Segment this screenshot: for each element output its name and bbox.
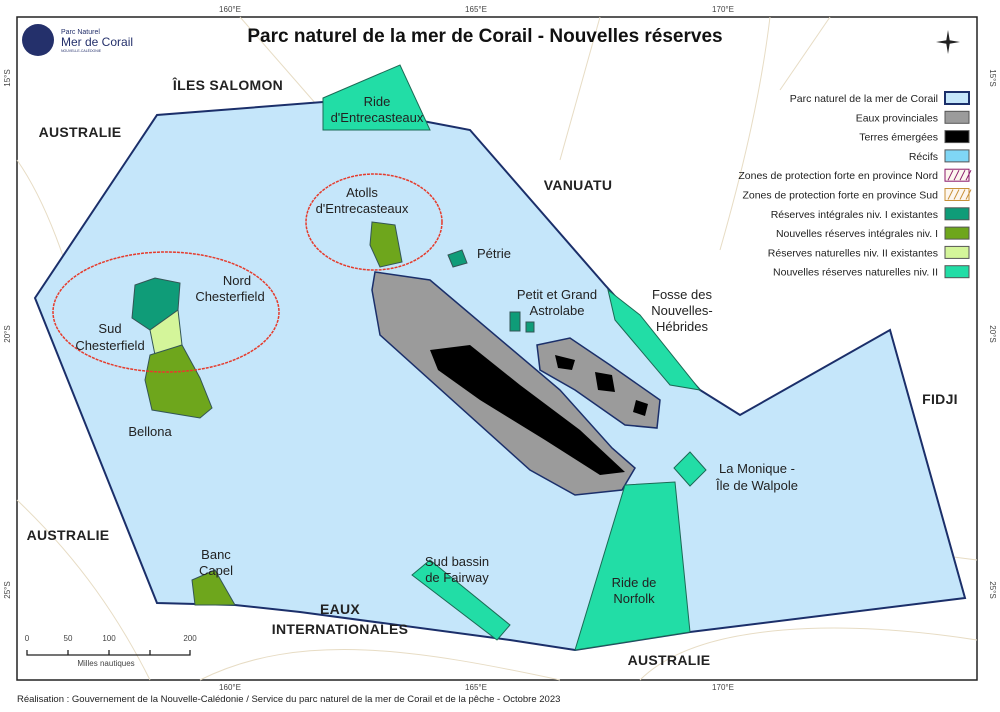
legend-label: Zones de protection forte en province No…	[738, 170, 938, 182]
legend-hatch	[947, 189, 954, 200]
highlight-chesterfield	[52, 251, 280, 373]
lon-tick: 160°E	[219, 683, 241, 692]
reserve-banc-capel	[191, 569, 236, 606]
svg-text:Astrolabe: Astrolabe	[530, 303, 585, 318]
lon-tick: 160°E	[219, 5, 241, 14]
svg-text:Ride: Ride	[364, 94, 391, 109]
legend-label: Réserves intégrales niv. I existantes	[771, 209, 938, 221]
svg-text:Petit et Grand: Petit et Grand	[517, 287, 597, 302]
svg-text:Sud bassin: Sud bassin	[425, 554, 489, 569]
svg-text:Pétrie: Pétrie	[477, 246, 511, 261]
svg-text:VANUATU: VANUATU	[544, 177, 612, 193]
lat-tick: 25°S	[3, 581, 12, 598]
lat-tick: 25°S	[988, 581, 997, 598]
legend-hatch	[965, 169, 972, 181]
svg-text:AUSTRALIE: AUSTRALIE	[628, 652, 711, 668]
legend-label: Récifs	[909, 151, 938, 163]
svg-text:Atolls: Atolls	[346, 185, 378, 200]
legend-label: Eaux provinciales	[856, 112, 938, 124]
legend-label: Nouvelles réserves naturelles niv. II	[773, 267, 938, 279]
svg-text:NOUVELLE-CALÉDONIE: NOUVELLE-CALÉDONIE	[61, 48, 102, 53]
svg-text:FIDJI: FIDJI	[922, 391, 958, 407]
svg-text:Mer de Corail: Mer de Corail	[61, 35, 133, 49]
svg-text:Norfolk: Norfolk	[613, 591, 655, 606]
legend-hatch	[953, 169, 960, 181]
svg-text:Banc: Banc	[201, 547, 231, 562]
svg-text:Fosse des: Fosse des	[652, 287, 712, 302]
svg-text:200: 200	[183, 634, 197, 643]
svg-text:Chesterfield: Chesterfield	[195, 289, 264, 304]
svg-text:Nord: Nord	[223, 273, 251, 288]
legend-label: Nouvelles réserves intégrales niv. I	[776, 228, 938, 240]
svg-text:La Monique -: La Monique -	[719, 461, 795, 476]
svg-text:100: 100	[102, 634, 116, 643]
svg-text:ÎLES SALOMON: ÎLES SALOMON	[172, 76, 283, 93]
svg-text:Bellona: Bellona	[128, 424, 172, 439]
reserve-petrie	[447, 249, 468, 268]
svg-text:50: 50	[64, 634, 73, 643]
map-title: Parc naturel de la mer de Corail - Nouve…	[247, 26, 722, 47]
svg-text:Parc Naturel: Parc Naturel	[61, 29, 100, 36]
svg-text:EAUX: EAUX	[320, 601, 360, 617]
svg-text:Hébrides: Hébrides	[656, 319, 709, 334]
legend-label: Terres émergées	[859, 132, 938, 144]
lon-tick: 165°E	[465, 683, 487, 692]
svg-text:Île de Walpole: Île de Walpole	[715, 478, 798, 493]
svg-text:INTERNATIONALES: INTERNATIONALES	[272, 621, 408, 637]
legend-hatch	[947, 169, 954, 181]
reserve-fairway	[411, 559, 511, 641]
credit-text: Réalisation : Gouvernement de la Nouvell…	[17, 694, 560, 705]
legend-swatch	[944, 245, 970, 259]
compass-icon	[936, 30, 960, 54]
svg-text:Sud: Sud	[98, 321, 121, 336]
reserve-astrolabe	[509, 311, 535, 333]
legend-swatch	[944, 226, 970, 240]
grande-terre-land	[430, 345, 625, 475]
reserve-ride-norfolk	[574, 481, 691, 651]
loyalty-islands-land	[555, 355, 648, 416]
legend-label: Zones de protection forte en province Su…	[742, 190, 938, 202]
highlight-atolls	[305, 173, 443, 271]
svg-text:d'Entrecasteaux: d'Entrecasteaux	[331, 110, 424, 125]
svg-text:d'Entrecasteaux: d'Entrecasteaux	[316, 201, 409, 216]
reserve-la-monique	[673, 451, 707, 487]
legend-hatch	[965, 189, 972, 200]
reserve-ride-entrecasteaux	[322, 64, 431, 131]
legend-hatch	[959, 189, 966, 200]
svg-text:Capel: Capel	[199, 563, 233, 578]
lat-tick: 15°S	[3, 69, 12, 86]
legend-swatch	[944, 265, 970, 279]
lat-tick: 20°S	[3, 325, 12, 342]
legend-label: Parc naturel de la mer de Corail	[790, 93, 938, 105]
svg-text:Chesterfield: Chesterfield	[75, 338, 144, 353]
reserve-bellona	[144, 344, 213, 419]
svg-text:AUSTRALIE: AUSTRALIE	[27, 527, 110, 543]
svg-text:de Fairway: de Fairway	[425, 570, 489, 585]
svg-text:Milles nautiques: Milles nautiques	[77, 659, 134, 668]
legend-swatch	[944, 91, 970, 105]
svg-text:0: 0	[25, 634, 30, 643]
lon-tick: 170°E	[712, 5, 734, 14]
reserve-fosse-nouvelles-hebrides	[607, 288, 702, 391]
svg-text:AUSTRALIE: AUSTRALIE	[39, 124, 122, 140]
region-labels: ÎLES SALOMON AUSTRALIE VANUATU FIDJI AUS…	[27, 76, 958, 668]
lon-tick: 165°E	[465, 5, 487, 14]
scale-bar: 0 50 100 200 Milles nautiques	[25, 634, 197, 668]
logo: Parc Naturel Mer de Corail NOUVELLE-CALÉ…	[22, 24, 133, 56]
svg-text:Ride de: Ride de	[612, 575, 657, 590]
legend-label: Réserves naturelles niv. II existantes	[768, 247, 938, 259]
svg-text:Nouvelles-: Nouvelles-	[651, 303, 712, 318]
lon-tick: 170°E	[712, 683, 734, 692]
legend-swatch	[944, 110, 970, 124]
lat-tick: 20°S	[988, 325, 997, 342]
legend-hatch	[959, 169, 966, 181]
reserve-atolls-entrecasteaux	[369, 221, 403, 268]
legend-swatch	[944, 130, 970, 144]
legend-swatch	[944, 207, 970, 221]
legend-swatch	[944, 149, 970, 163]
lat-tick: 15°S	[988, 69, 997, 86]
legend-hatch	[953, 189, 960, 200]
